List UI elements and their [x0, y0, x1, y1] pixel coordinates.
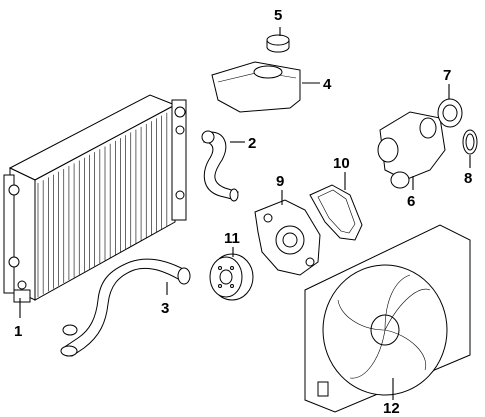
callout-12: 12 [383, 400, 400, 417]
callout-1: 1 [14, 323, 22, 340]
lower-hose [60, 258, 191, 357]
thermostat-housing [377, 111, 446, 189]
housing-gasket [462, 129, 478, 155]
thermostat-seal [437, 98, 463, 128]
callout-2: 2 [248, 135, 256, 152]
callout-11: 11 [224, 230, 240, 247]
radiator [3, 94, 187, 303]
leader-lines [19, 27, 471, 400]
pump-gasket [309, 184, 363, 241]
callout-8: 8 [464, 170, 472, 187]
callout-10: 10 [333, 155, 350, 172]
callout-5: 5 [274, 7, 282, 24]
fan-assembly [304, 224, 471, 413]
callout-7: 7 [443, 67, 451, 84]
reservoir-cap [266, 34, 290, 53]
coolant-reservoir [211, 61, 301, 113]
upper-hose [201, 130, 239, 202]
water-pump [254, 199, 321, 276]
callout-9: 9 [276, 173, 284, 190]
pump-pulley [209, 253, 254, 301]
callout-3: 3 [161, 300, 169, 317]
callout-4: 4 [323, 76, 332, 93]
callout-6: 6 [407, 193, 415, 210]
